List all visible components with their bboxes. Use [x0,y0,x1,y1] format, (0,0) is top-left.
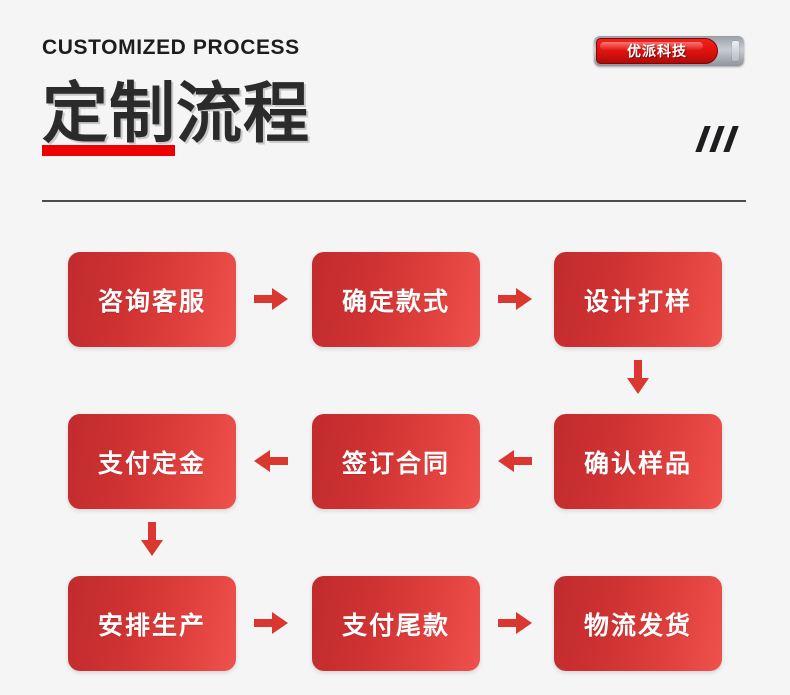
process-step-label-5: 签订合同 [341,448,450,478]
arrow-left-icon-1 [254,448,288,474]
arrow-right-icon-1 [254,286,288,312]
process-step-label-7: 安排生产 [97,610,206,640]
process-step-label-2: 确定款式 [341,286,450,316]
process-step-box-8[interactable]: 支付尾款 [312,576,480,671]
logo-text: 优派科技 [627,44,687,60]
arrow-right-icon-3 [254,610,288,636]
process-step-label-4: 确认样品 [583,448,692,478]
arrow-right-icon-2 [498,286,532,312]
process-step-box-4[interactable]: 确认样品 [554,414,722,509]
title-underline [42,145,175,156]
process-step-label-1: 咨询客服 [97,286,206,316]
page-title: 定制流程 [42,75,310,152]
arrow-down-icon-2 [139,522,165,556]
process-step-box-2[interactable]: 确定款式 [312,252,480,347]
process-step-label-8: 支付尾款 [341,610,450,640]
arrow-down-icon-1 [625,360,651,394]
arrow-left-icon-2 [498,448,532,474]
process-step-box-6[interactable]: 支付定金 [68,414,236,509]
logo-side-tab [732,41,739,61]
process-step-label-6: 支付定金 [97,448,206,478]
arrow-right-icon-4 [498,610,532,636]
process-step-box-9[interactable]: 物流发货 [554,576,722,671]
page-eyebrow-text: CUSTOMIZED PROCESS [42,36,300,59]
process-step-label-3: 设计打样 [583,286,692,316]
process-step-box-3[interactable]: 设计打样 [554,252,722,347]
process-step-box-5[interactable]: 签订合同 [312,414,480,509]
process-step-label-9: 物流发货 [583,610,692,640]
header-divider [42,200,746,202]
process-step-box-7[interactable]: 安排生产 [68,576,236,671]
process-step-box-1[interactable]: 咨询客服 [68,252,236,347]
